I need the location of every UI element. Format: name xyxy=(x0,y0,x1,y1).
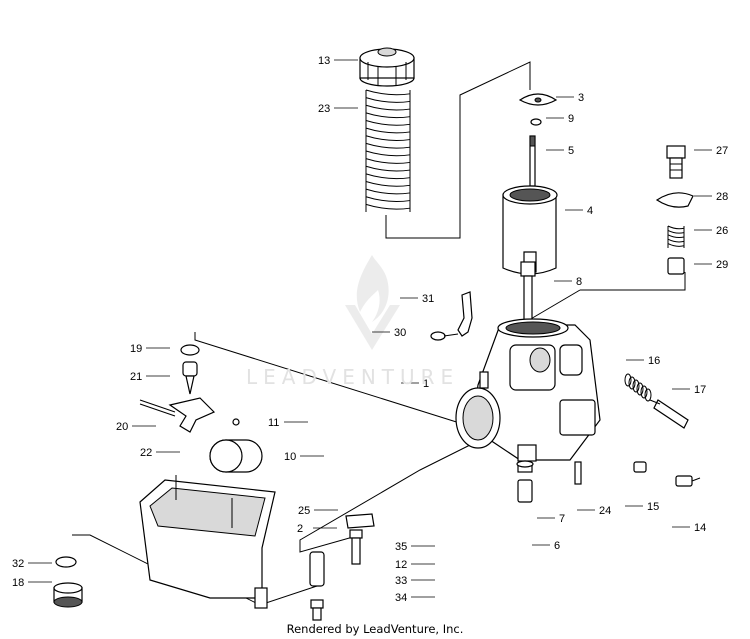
part-13-cap xyxy=(359,47,415,87)
callout-31: 31 xyxy=(422,293,434,305)
part-18-plug xyxy=(53,582,83,608)
footer-credit: Rendered by LeadVenture, Inc. xyxy=(286,622,464,636)
part-22-float-arm xyxy=(168,397,216,433)
callout-4: 4 xyxy=(587,205,593,217)
watermark-logo-icon xyxy=(345,255,400,350)
callout-1: 1 xyxy=(423,378,429,390)
part-9-ring xyxy=(530,118,542,126)
part-15-fitting xyxy=(633,461,647,473)
callout-10: 10 xyxy=(284,451,296,463)
callout-18: 18 xyxy=(12,577,24,589)
part-3-clip xyxy=(518,93,558,106)
callout-27: 27 xyxy=(716,145,728,157)
part-12-screw xyxy=(349,529,363,565)
part-1-carburetor-body xyxy=(455,318,601,462)
part-21-valve xyxy=(182,361,198,395)
callout-34: 34 xyxy=(395,592,407,604)
part-30-screw xyxy=(430,331,459,341)
part-27-screw xyxy=(666,145,686,179)
callout-5: 5 xyxy=(568,145,574,157)
callout-16: 16 xyxy=(648,355,660,367)
part-31-bracket xyxy=(457,291,473,337)
callout-14: 14 xyxy=(694,522,706,534)
callout-35: 35 xyxy=(395,541,407,553)
callout-29: 29 xyxy=(716,259,728,271)
callout-32: 32 xyxy=(12,558,24,570)
callout-21: 21 xyxy=(130,371,142,383)
part-6-pilot-jet xyxy=(517,479,533,503)
callout-28: 28 xyxy=(716,191,728,203)
callout-2: 2 xyxy=(297,523,303,535)
part-4-slide-valve xyxy=(502,185,558,275)
callout-9: 9 xyxy=(568,113,574,125)
part-17-screw xyxy=(649,399,689,429)
callout-33: 33 xyxy=(395,575,407,587)
part-16-spring xyxy=(624,373,652,402)
callout-7: 7 xyxy=(559,513,565,525)
part-26-spring xyxy=(667,225,685,248)
callout-15: 15 xyxy=(647,501,659,513)
part-2-float-bowl xyxy=(139,475,276,609)
part-20-pin xyxy=(139,399,176,417)
callout-3: 3 xyxy=(578,92,584,104)
part-11-dot xyxy=(232,418,240,426)
part-8-needle-jet xyxy=(520,261,536,327)
part-35-plate xyxy=(345,513,375,529)
callout-30: 30 xyxy=(394,327,406,339)
callout-24: 24 xyxy=(599,505,611,517)
part-10-float xyxy=(209,439,263,473)
part-24-jet xyxy=(574,461,582,485)
callout-13: 13 xyxy=(318,55,330,67)
part-34-screw xyxy=(310,599,324,621)
callout-20: 20 xyxy=(116,421,128,433)
callout-6: 6 xyxy=(554,540,560,552)
callout-17: 17 xyxy=(694,384,706,396)
watermark-text: LEADVENTURE xyxy=(246,365,460,389)
callout-25: 25 xyxy=(298,505,310,517)
callout-8: 8 xyxy=(576,276,582,288)
part-19-washer xyxy=(180,344,200,356)
callout-11: 11 xyxy=(268,417,279,429)
part-29-nut xyxy=(667,257,685,275)
part-33-spacer xyxy=(309,551,325,587)
part-14-screw xyxy=(675,475,701,487)
callout-26: 26 xyxy=(716,225,728,237)
part-5-needle xyxy=(529,135,536,187)
callout-23: 23 xyxy=(318,103,330,115)
callout-19: 19 xyxy=(130,343,142,355)
part-23-spring xyxy=(365,89,411,212)
callout-12: 12 xyxy=(395,559,407,571)
part-32-o-ring xyxy=(55,556,77,568)
part-7-main-jet xyxy=(516,460,534,473)
part-28-plate xyxy=(655,192,694,208)
callout-22: 22 xyxy=(140,447,152,459)
